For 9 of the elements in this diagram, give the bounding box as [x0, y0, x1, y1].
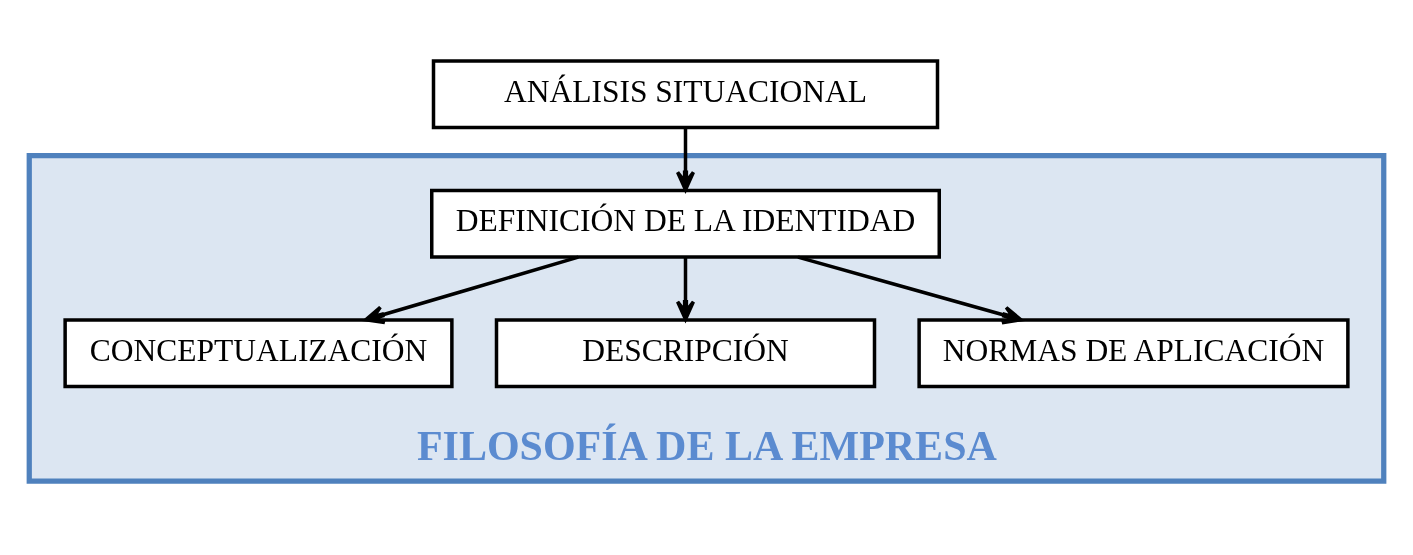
arrow	[797, 254, 1023, 324]
arrow	[364, 254, 579, 324]
node-box: DEFINICIÓN DE LA IDENTIDAD	[430, 188, 941, 259]
node-box: ANÁLISIS SITUACIONAL	[431, 58, 940, 129]
node-box: DESCRIPCIÓN	[494, 317, 877, 388]
node-box: CONCEPTUALIZACIÓN	[63, 317, 454, 388]
arrow	[675, 127, 696, 192]
node-box: NORMAS DE APLICACIÓN	[917, 317, 1350, 388]
arrow	[675, 256, 696, 321]
